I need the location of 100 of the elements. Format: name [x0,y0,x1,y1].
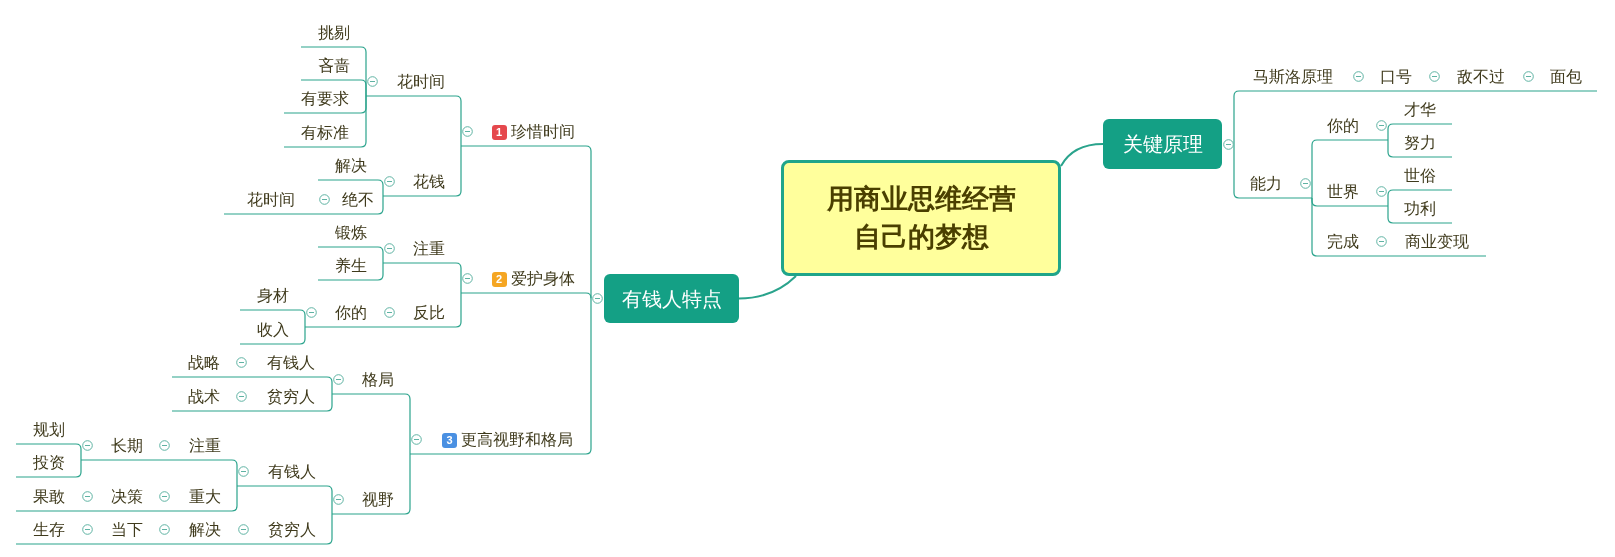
topic-label: 投资 [32,453,65,473]
connector-line [171,410,236,412]
connector-line [1387,255,1487,257]
number-badge: 1 [491,124,507,140]
connector-line [304,326,384,328]
connector-line [331,393,411,455]
connector-line [1534,90,1598,92]
connector-line [1233,143,1313,199]
topic-label: 果敢 [32,487,65,507]
topic-label: 决策 [110,487,143,507]
topic-label: 能力 [1250,174,1282,194]
topic-label: 解决 [188,520,221,540]
topic-label: 更高视野和格局 [461,430,573,450]
connector-line [365,95,462,147]
topic-label: 战术 [187,387,220,407]
topic-label: 完成 [1327,232,1359,252]
topic-label: 努力 [1404,133,1436,153]
topic-label: 规划 [32,420,65,440]
connector-line [157,543,238,545]
topic-label: 养生 [334,256,367,276]
connector-line [317,246,384,264]
topic-label: 你的 [335,303,367,323]
topic-label: 世界 [1327,182,1359,202]
topic-label: 商业变现 [1405,232,1469,252]
connector-line [223,213,319,215]
connector-line [80,459,159,461]
connector-line [80,543,159,545]
connector-line [236,485,333,515]
connector-line [738,275,797,300]
topic-label: 世俗 [1404,166,1436,186]
topic-label: 注重 [188,436,221,456]
number-badge: 2 [491,271,507,287]
topic-label: 敌不过 [1457,67,1505,87]
topic-label: 关键原理 [1122,132,1203,157]
topic-label: 有要求 [301,89,349,109]
connector-line [171,376,236,378]
connector-line [234,393,333,412]
topic-label: 生存 [32,520,65,540]
topic-label: 收入 [256,320,289,340]
topic-label: 口号 [1380,67,1412,87]
topic-label: 面包 [1550,67,1582,87]
connector-line [1311,139,1389,199]
connector-line [236,513,333,545]
connector-line [80,510,159,512]
connector-line [331,453,411,515]
topic-label: 你的 [1327,116,1359,136]
topic-label: 花钱 [413,172,445,192]
topic-label: 花时间 [247,190,295,210]
connector-line [15,443,82,461]
connector-line [15,543,82,545]
topic-label: 爱护身体 [510,269,575,289]
connector-line [15,459,82,478]
topic-label: 身材 [256,286,289,306]
connector-line [317,262,384,281]
topic-label: 视野 [362,490,394,510]
connector-line [1440,90,1536,92]
topic-label: 解决 [334,156,367,176]
connector-line [1233,90,1366,145]
topic-label: 重大 [188,487,221,507]
topic-label: 当下 [110,520,143,540]
topic-label: 功利 [1404,199,1436,219]
connector-line [409,297,592,455]
topic-label: 贫穷人 [266,387,315,407]
topic-label: 注重 [413,239,445,259]
topic-label: 有标准 [301,123,349,143]
topic-label: 锻炼 [334,223,367,243]
topic-label: 有钱人 [267,462,316,482]
connector-line [157,459,238,487]
connector-line [1364,90,1442,92]
topic-label: 珍惜时间 [510,122,575,142]
central-topic-box [781,160,1061,276]
topic-label: 吝啬 [317,56,350,76]
connector-line [157,485,238,512]
connector-line [382,292,462,328]
topic-label: 有钱人 [266,353,315,373]
connector-line [15,510,82,512]
connector-line [234,376,333,395]
topic-label: 绝不 [341,190,374,210]
topic-label: 战略 [187,353,220,373]
topic-label: 才华 [1404,100,1436,120]
topic-label: 贫穷人 [267,520,316,540]
connector-line [300,79,367,97]
number-badge: 3 [442,432,457,448]
connector-line [283,95,367,148]
connector-line [1387,189,1453,207]
topic-label: 格局 [362,370,394,390]
connector-line [317,195,384,215]
topic-label: 有钱人特点 [621,286,722,312]
topic-label: 长期 [110,436,143,456]
connector-line [1387,123,1453,141]
connector-line [1311,197,1389,257]
connector-line [382,262,462,294]
connector-line [460,292,592,300]
topic-label: 反比 [413,303,445,323]
connector-line [1060,143,1104,167]
topic-label: 花时间 [397,72,445,92]
connector-line [382,145,462,197]
topic-label: 马斯洛原理 [1252,67,1333,87]
connector-line [239,309,306,328]
connector-line [317,179,384,197]
